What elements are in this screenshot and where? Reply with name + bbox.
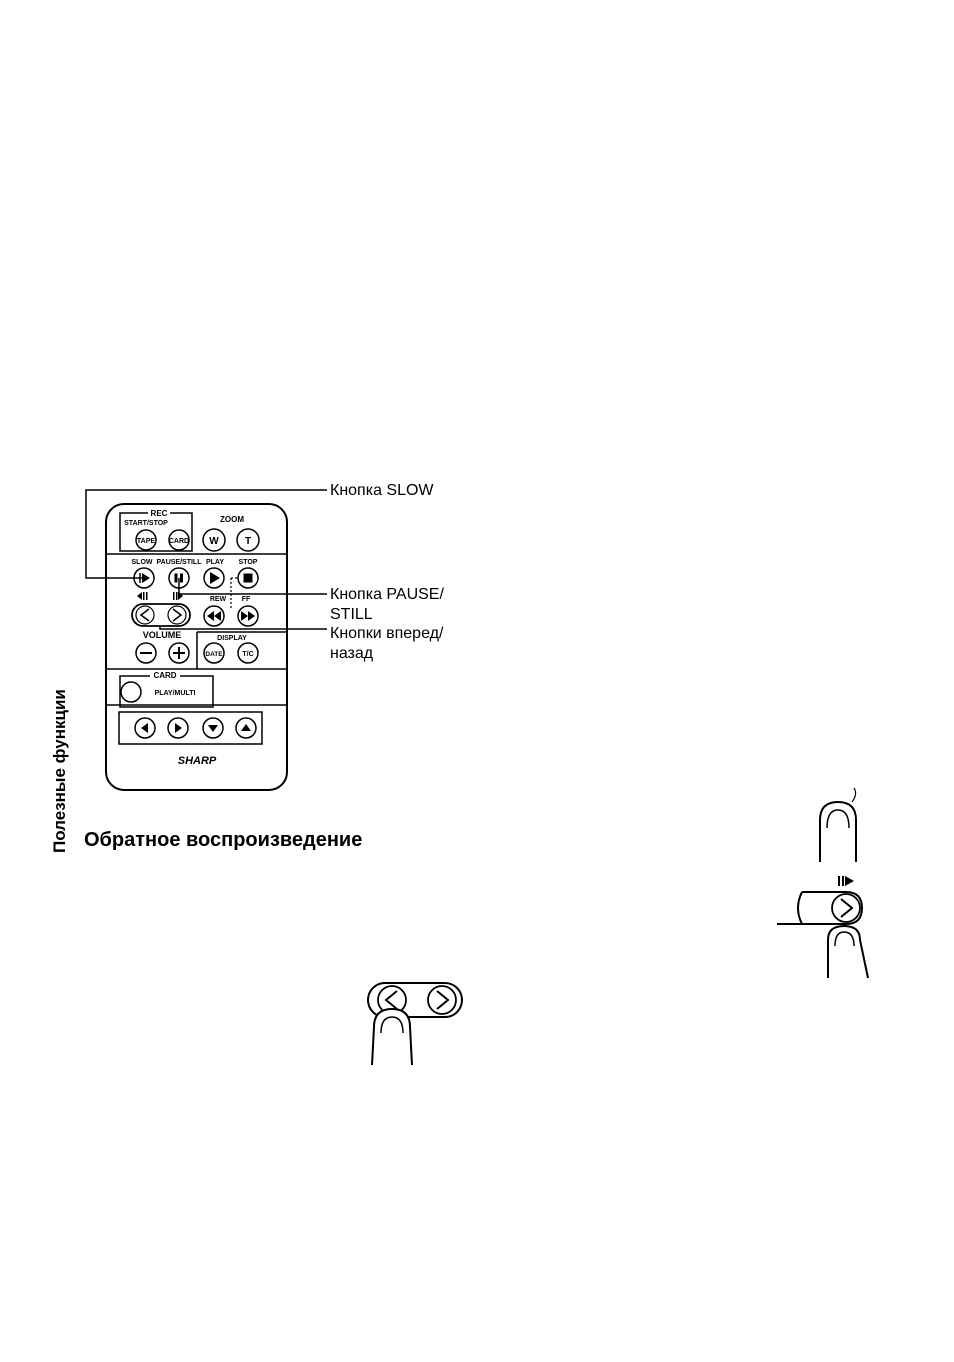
play-multi-label: PLAY/MULTI xyxy=(155,690,196,697)
nav-right-button[interactable] xyxy=(168,718,188,738)
svg-text:DATE: DATE xyxy=(205,651,223,658)
pause-still-label: PAUSE/STILL xyxy=(157,559,203,566)
volume-label: VOLUME xyxy=(143,630,182,640)
zoom-w-button[interactable]: W xyxy=(203,529,225,551)
start-stop-label: START/STOP xyxy=(124,520,168,527)
stop-label: STOP xyxy=(239,559,258,566)
svg-text:TAPE: TAPE xyxy=(137,538,155,545)
volume-minus-button[interactable] xyxy=(136,643,156,663)
side-section-tab: Полезные функции xyxy=(22,690,62,860)
play-button[interactable] xyxy=(204,568,224,588)
frame-forward-icon xyxy=(838,876,854,886)
finger-icon xyxy=(820,788,856,862)
brand-logo: SHARP xyxy=(178,755,217,767)
callout-pause-line1: Кнопка PAUSE/ xyxy=(330,585,444,605)
back-key-illustration xyxy=(360,975,470,1070)
tc-button[interactable]: T/C xyxy=(238,643,258,663)
stop-button[interactable] xyxy=(238,568,258,588)
finger-icon xyxy=(372,1009,412,1065)
finger-press-illustration xyxy=(800,780,880,870)
callout-slow: Кнопка SLOW xyxy=(330,481,434,501)
date-button[interactable]: DATE xyxy=(204,643,224,663)
section-heading: Обратное воспроизведение xyxy=(84,829,362,852)
tape-button[interactable]: TAPE xyxy=(136,530,156,550)
stop-icon xyxy=(244,574,253,583)
svg-text:T: T xyxy=(245,536,251,547)
volume-plus-button[interactable] xyxy=(169,643,189,663)
nav-up-button[interactable] xyxy=(236,718,256,738)
rew-label: REW xyxy=(210,596,227,603)
svg-text:T/C: T/C xyxy=(242,651,253,658)
play-multi-button[interactable] xyxy=(121,682,141,702)
rec-label: REC xyxy=(151,509,168,518)
nav-left-button[interactable] xyxy=(135,718,155,738)
callout-pause-line2: STILL xyxy=(330,605,373,625)
finger-icon xyxy=(828,926,868,978)
slow-label: SLOW xyxy=(132,559,153,566)
pause-icon xyxy=(175,574,178,583)
forward-back-rocker[interactable] xyxy=(132,604,190,626)
callout-fwdback-line1: Кнопки вперед/ xyxy=(330,624,443,644)
svg-text:W: W xyxy=(209,536,219,547)
nav-down-button[interactable] xyxy=(203,718,223,738)
display-label: DISPLAY xyxy=(217,635,247,642)
svg-text:CARD: CARD xyxy=(169,538,189,545)
ff-label: FF xyxy=(242,596,251,603)
callout-fwdback-line2: назад xyxy=(330,644,373,664)
side-section-label: Полезные функции xyxy=(50,689,70,853)
zoom-t-button[interactable]: T xyxy=(237,529,259,551)
play-label: PLAY xyxy=(206,559,224,566)
fast-forward-button[interactable] xyxy=(238,606,258,626)
zoom-label: ZOOM xyxy=(220,515,244,524)
rewind-button[interactable] xyxy=(204,606,224,626)
card-rec-button[interactable]: CARD xyxy=(169,530,189,550)
card-section-label: CARD xyxy=(153,671,176,680)
forward-key-illustration xyxy=(772,868,882,983)
